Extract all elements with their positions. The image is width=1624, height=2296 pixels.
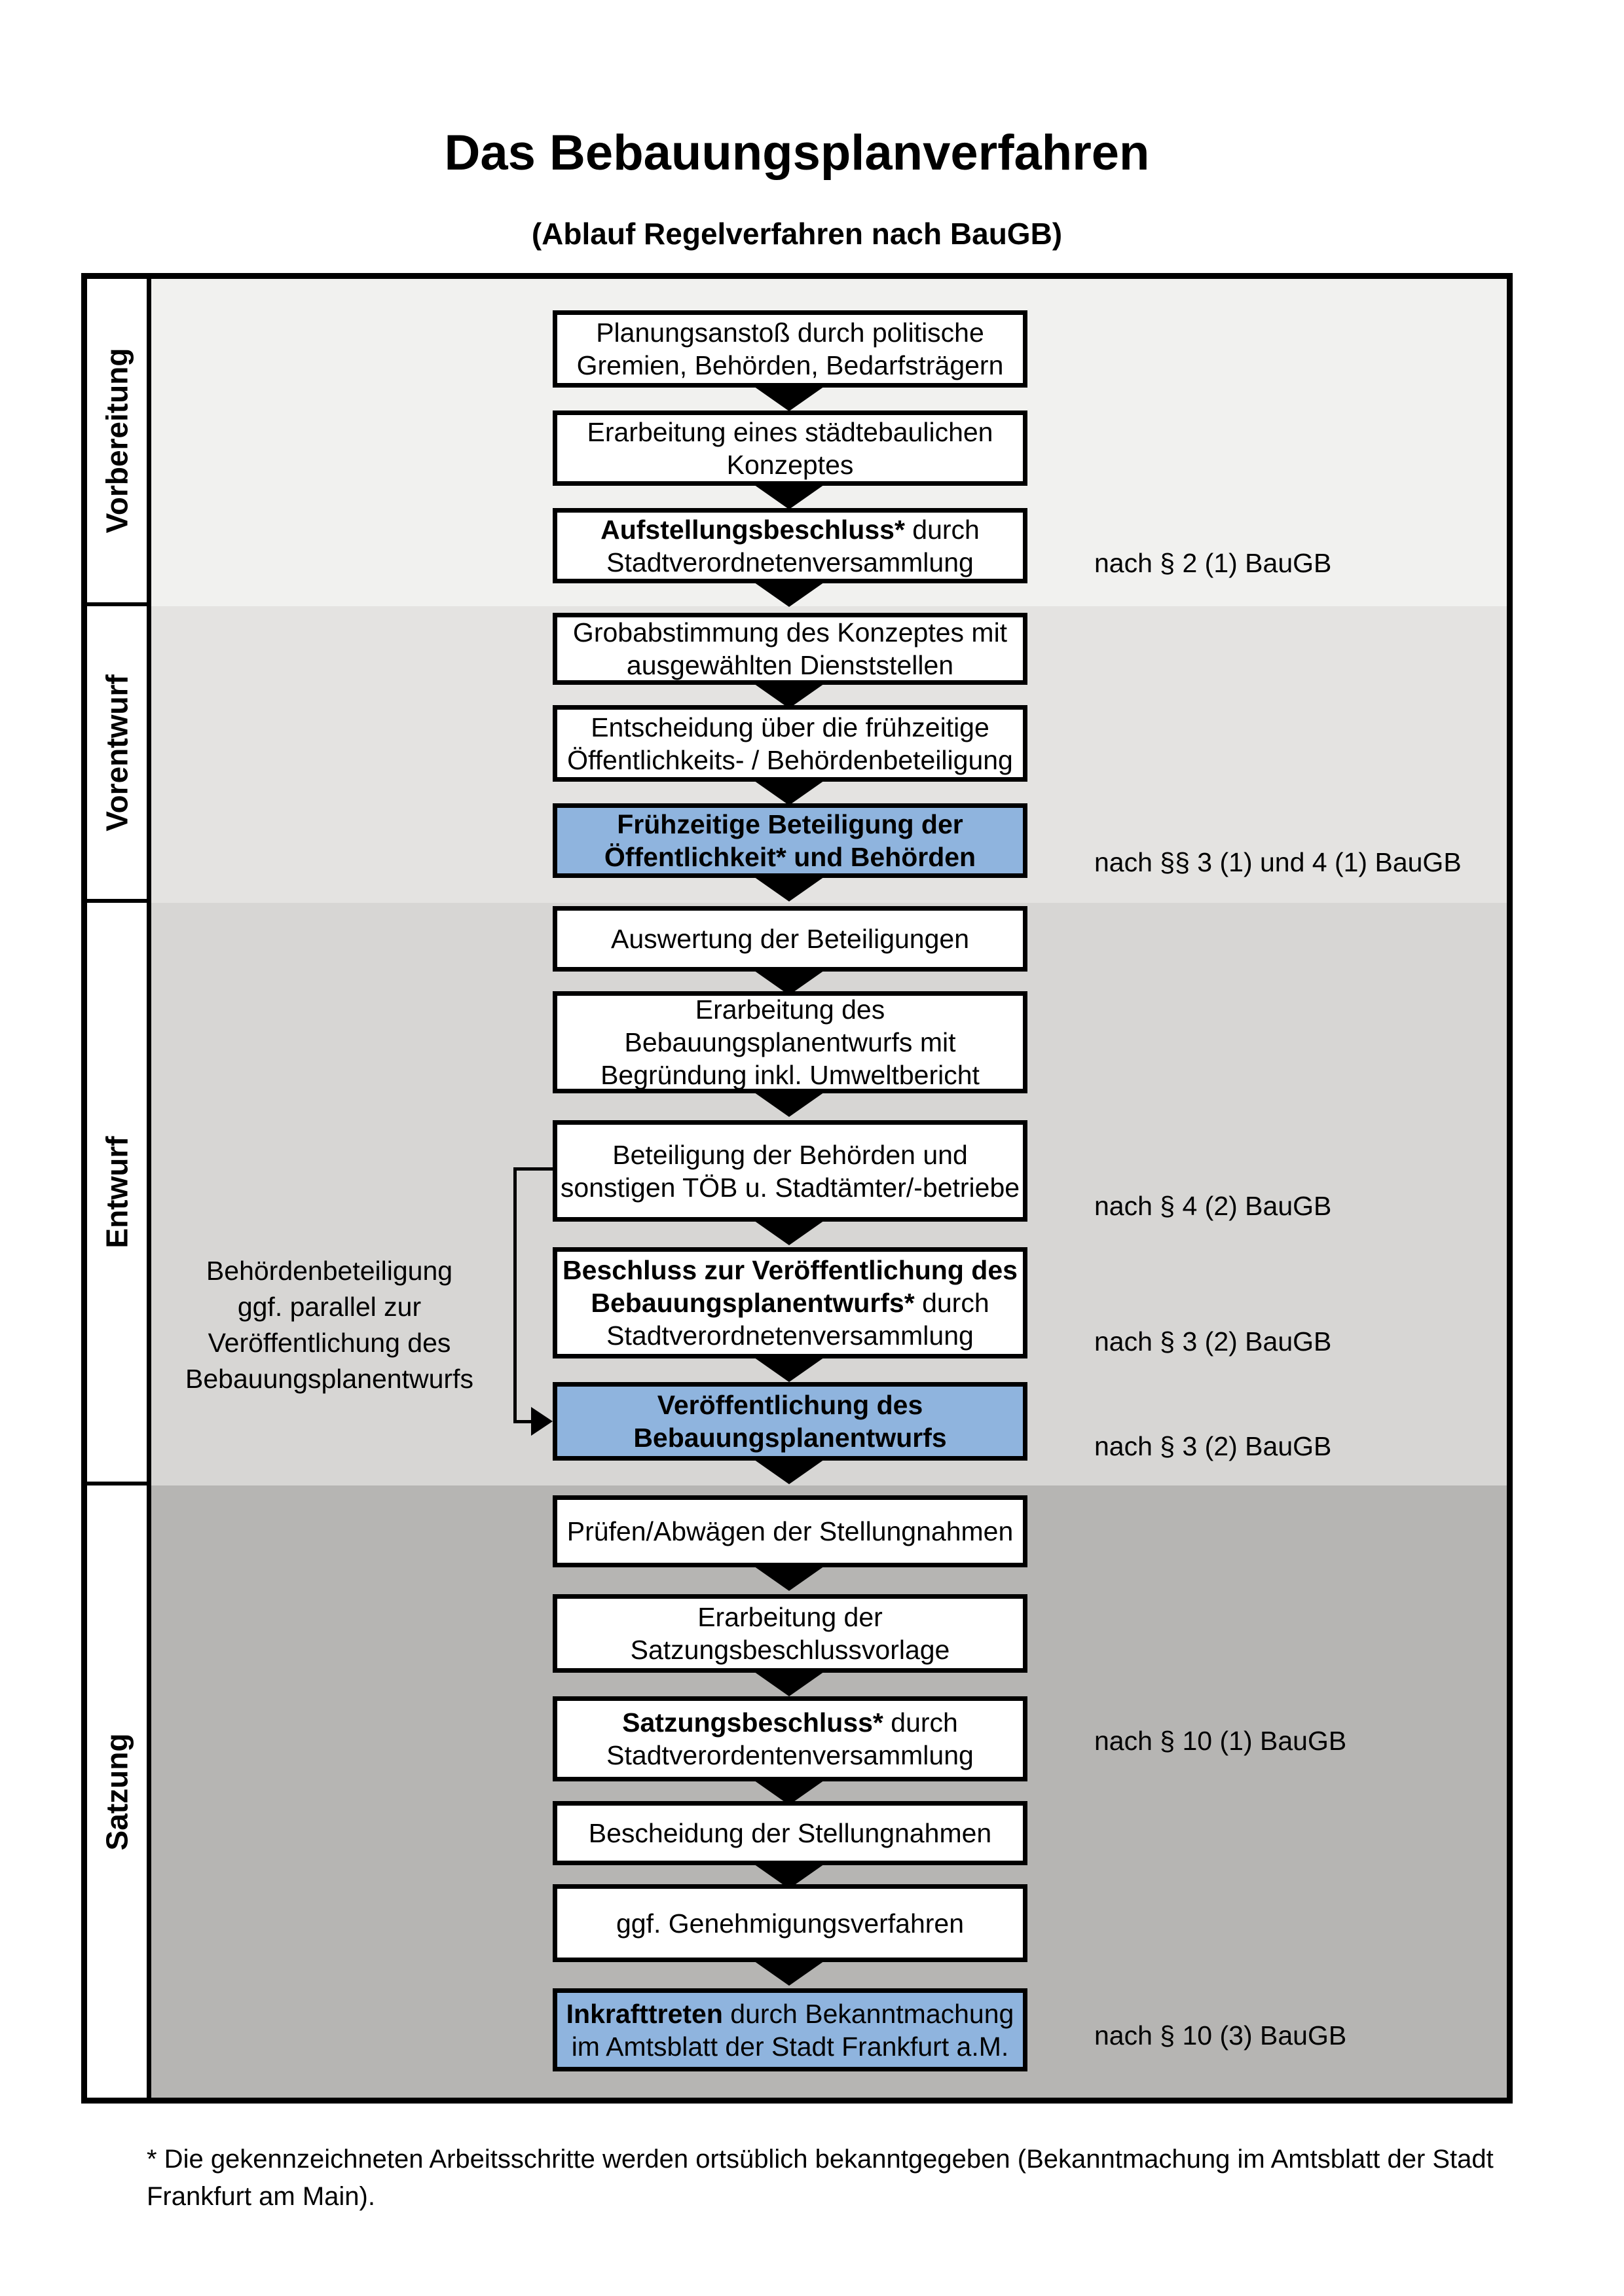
flow-box-veroeffentlichungsbeschluss: Beschluss zur Veröffentlichung des Bebau… [553,1247,1027,1358]
box-line: Begründung inkl. Umweltbericht [600,1060,980,1090]
phase-label-satzung: Satzung [100,1733,134,1850]
connector-arrowhead-icon [531,1407,553,1436]
box-line: Auswertung der Beteiligungen [610,924,970,954]
connector-elbow [513,1167,553,1171]
box-line: Konzeptes [726,449,854,480]
legal-reference: nach § 10 (3) BauGB [1094,2020,1347,2050]
down-arrow-icon [752,1779,826,1805]
down-arrow-icon [752,1565,826,1591]
box-line: Planungsanstoß durch politische [596,318,984,348]
flow-box-behoerdenbeteiligung: Beteiligung der Behörden und sonstigen T… [553,1120,1027,1222]
box-line: im Amtsblatt der Stadt Frankfurt a.M. [571,2031,1009,2062]
down-arrow-icon [752,385,826,411]
box-line: Frühzeitige Beteiligung der [617,809,963,839]
phase-label-cell: Entwurf [87,903,151,1485]
down-arrow-icon [752,1863,826,1889]
connector-elbow [513,1420,533,1423]
box-line: Öffentlichkeits- / Behördenbeteiligung [567,744,1013,775]
footnote: * Die gekennzeichneten Arbeitsschritte w… [147,2141,1494,2215]
flow-box-fruehzeitige-beteiligung: Frühzeitige Beteiligung der Öffentlichke… [553,803,1027,878]
box-line: Satzungsbeschluss* durch [622,1707,958,1738]
connector-elbow [513,1167,517,1423]
flow-box-auswertung: Auswertung der Beteiligungen [553,906,1027,972]
legal-reference: nach § 3 (2) BauGB [1094,1431,1332,1461]
box-line: Bescheidung der Stellungnahmen [588,1818,992,1848]
phase-label-cell: Vorentwurf [87,606,151,903]
flow-box-aufstellungsbeschluss: Aufstellungsbeschluss* durch Stadtverord… [553,508,1027,583]
box-line: Beschluss zur Veröffentlichung des [563,1255,1018,1285]
box-line: sonstigen TÖB u. Stadtämter/-betriebe [560,1172,1020,1203]
flow-box-grobabstimmung: Grobabstimmung des Konzeptes mit ausgewä… [553,613,1027,685]
flow-box-satzungsbeschluss: Satzungsbeschluss* durch Stadtverordente… [553,1696,1027,1781]
down-arrow-icon [752,483,826,509]
legal-reference: nach § 2 (1) BauGB [1094,548,1332,578]
flow-box-pruefen-abwaegen: Prüfen/Abwägen der Stellungnahmen [553,1495,1027,1567]
phase-label-vorentwurf: Vorentwurf [100,674,134,831]
flow-frame: Vorbereitung Vorentwurf Entwurf Satzung … [81,273,1513,2104]
flow-box-veroeffentlichung: Veröffentlichung des Bebauungsplanentwur… [553,1382,1027,1461]
box-line: Satzungsbeschlussvorlage [630,1635,950,1665]
side-note: Behördenbeteiligung ggf. parallel zur Ve… [172,1253,487,1397]
flow-box-erarbeitung-entwurf: Erarbeitung des Bebauungsplanentwurfs mi… [553,991,1027,1093]
box-line: ggf. Genehmigungsverfahren [616,1908,965,1939]
phase-label-cell: Vorbereitung [87,279,151,606]
down-arrow-icon [752,1356,826,1382]
box-line: Stadtverordentenversammlung [606,1740,974,1770]
box-line: Erarbeitung des [695,994,885,1025]
flow-box-satzungsvorlage: Erarbeitung der Satzungsbeschlussvorlage [553,1594,1027,1673]
side-note-line: Bebauungsplanentwurfs [185,1364,473,1394]
side-note-line: ggf. parallel zur [237,1292,422,1322]
box-line: Bebauungsplanentwurfs [633,1423,947,1453]
box-line: Entscheidung über die frühzeitige [591,712,989,742]
down-arrow-icon [752,581,826,607]
box-line: ausgewählten Dienststellen [626,650,954,680]
flow-box-genehmigungsverfahren: ggf. Genehmigungsverfahren [553,1884,1027,1962]
page-title: Das Bebauungsplanverfahren [444,125,1150,181]
phase-label-entwurf: Entwurf [100,1136,134,1248]
down-arrow-icon [752,1670,826,1696]
box-line: Erarbeitung der [697,1602,883,1632]
legal-reference: nach § 3 (2) BauGB [1094,1326,1332,1357]
down-arrow-icon [752,1091,826,1117]
phase-label-vorbereitung: Vorbereitung [100,348,134,534]
box-line: Stadtverordnetenversammlung [606,1321,974,1351]
box-line: Bebauungsplanentwurfs* durch [591,1288,989,1318]
down-arrow-icon [752,682,826,708]
box-line: Grobabstimmung des Konzeptes mit [572,617,1008,647]
down-arrow-icon [752,1219,826,1245]
box-line: Beteiligung der Behörden und [612,1139,968,1170]
footnote-line: * Die gekennzeichneten Arbeitsschritte w… [147,2145,1494,2174]
flow-box-konzept: Erarbeitung eines städtebaulichen Konzep… [553,410,1027,486]
flow-box-planungsanstoss: Planungsanstoß durch politische Gremien,… [553,310,1027,388]
side-note-line: Behördenbeteiligung [206,1256,453,1286]
down-arrow-icon [752,1959,826,1986]
box-line: Aufstellungsbeschluss* durch [600,514,980,545]
legal-reference: nach §§ 3 (1) und 4 (1) BauGB [1094,847,1462,877]
side-note-line: Veröffentlichung des [208,1328,451,1358]
box-line: Bebauungsplanentwurfs mit [624,1027,956,1057]
legal-reference: nach § 10 (1) BauGB [1094,1726,1347,1756]
box-line: Veröffentlichung des [657,1390,923,1420]
down-arrow-icon [752,875,826,902]
flow-box-inkrafttreten: Inkrafttreten durch Bekanntmachung im Am… [553,1988,1027,2071]
down-arrow-icon [752,1458,826,1484]
box-line: Inkrafttreten durch Bekanntmachung [566,1998,1014,2029]
box-line: Stadtverordnetenversammlung [606,547,974,577]
flow-box-bescheidung: Bescheidung der Stellungnahmen [553,1801,1027,1865]
legal-reference: nach § 4 (2) BauGB [1094,1191,1332,1221]
footnote-line: Frankfurt am Main). [147,2182,375,2211]
flow-box-entscheidung: Entscheidung über die frühzeitige Öffent… [553,705,1027,782]
down-arrow-icon [752,779,826,805]
box-line: Öffentlichkeit* und Behörden [604,842,976,872]
box-line: Erarbeitung eines städtebaulichen [587,416,993,447]
box-line: Prüfen/Abwägen der Stellungnahmen [566,1516,1014,1546]
page-subtitle: (Ablauf Regelverfahren nach BauGB) [531,217,1063,251]
phase-label-cell: Satzung [87,1485,151,2098]
down-arrow-icon [752,969,826,995]
box-line: Gremien, Behörden, Bedarfsträgern [576,350,1004,380]
